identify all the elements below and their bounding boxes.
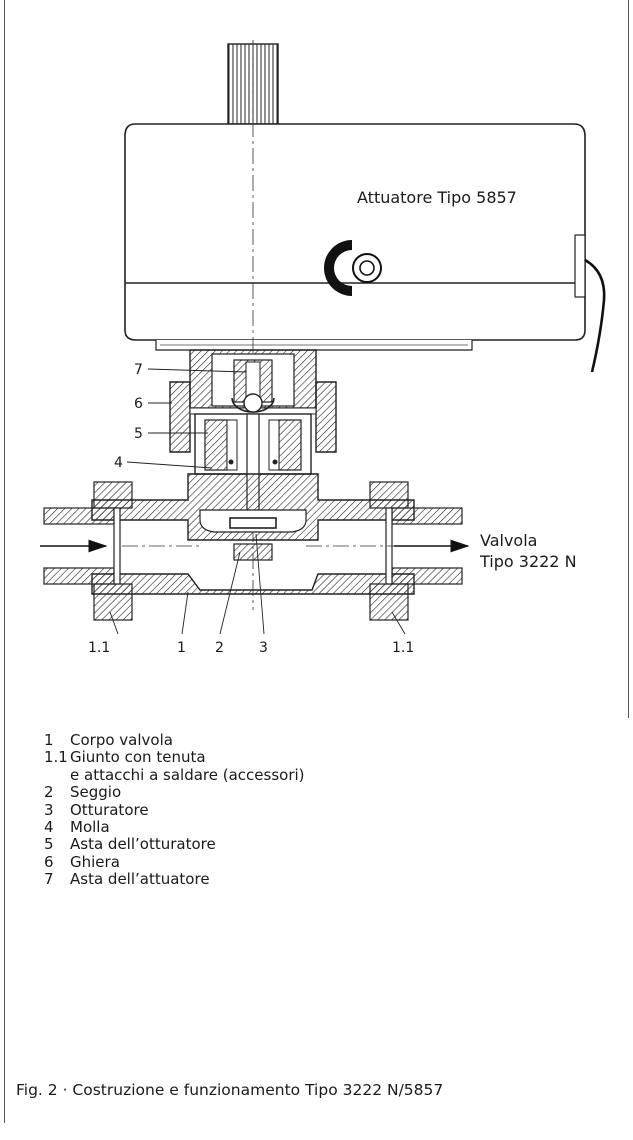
legend-text: Asta dell’attuatore — [70, 870, 210, 889]
leader-lines — [109, 368, 406, 635]
valve-body — [91, 473, 415, 595]
legend-number: 3 — [44, 800, 54, 819]
legend-number: 6 — [44, 852, 54, 871]
actuator-label: Attuatore Tipo 5857 — [357, 188, 517, 207]
callout-3: 3 — [259, 640, 268, 656]
legend-text: e attacchi a saldare (accessori) — [70, 765, 305, 784]
callout-6: 6 — [134, 396, 143, 412]
legend-number: 4 — [44, 818, 54, 837]
legend-text: Otturatore — [70, 800, 149, 819]
callout-1-1-right: 1.1 — [392, 640, 414, 656]
pipe-connections — [43, 481, 463, 621]
legend-text: Seggio — [70, 783, 122, 802]
actuator-housing — [124, 123, 606, 373]
frame-right-border — [628, 0, 629, 718]
legend-text: Asta dell’otturatore — [70, 835, 216, 854]
callout-4: 4 — [114, 455, 123, 471]
valve-label-line1: Valvola — [480, 531, 537, 550]
union-nut — [169, 381, 337, 453]
valve-label-line2: Tipo 3222 N — [479, 552, 577, 571]
legend-item: 3 Otturatore — [44, 800, 604, 819]
legend-item: 5 Asta dell’otturatore — [44, 835, 604, 854]
legend-number — [44, 767, 70, 784]
position-indicator-icon — [324, 240, 382, 296]
callout-1-1-left: 1.1 — [88, 640, 110, 656]
legend-item: 2 Seggio — [44, 783, 604, 802]
legend-number: 7 — [44, 870, 54, 889]
frame-left-border — [4, 0, 5, 1123]
legend-item: 1 Corpo valvola — [44, 731, 604, 749]
callout-5: 5 — [134, 426, 143, 442]
legend-number: 2 — [44, 783, 54, 802]
legend-item: 4 Molla — [44, 818, 604, 837]
legend-item: 1.1 Giunto con tenuta — [44, 748, 604, 767]
legend-list: 1 Corpo valvola 1.1 Giunto con tenuta e … — [44, 731, 604, 889]
callout-2: 2 — [215, 640, 224, 656]
callout-1: 1 — [177, 640, 186, 656]
legend-item: 6 Ghiera — [44, 852, 604, 871]
legend-text: Molla — [70, 818, 110, 837]
figure-caption: Fig. 2 · Costruzione e funzionamento Tip… — [16, 1081, 444, 1099]
legend-number: 5 — [44, 835, 54, 854]
legend-item: 7 Asta dell’attuatore — [44, 870, 604, 889]
legend-item: e attacchi a saldare (accessori) — [44, 765, 604, 784]
legend-number: 1.1 — [44, 748, 68, 767]
callout-7: 7 — [134, 362, 143, 378]
legend-number: 1 — [44, 731, 54, 749]
valve-cross-section-drawing: Attuatore Tipo 5857 Valvola Tipo 3222 N … — [40, 40, 606, 656]
legend-text: Giunto con tenuta — [70, 748, 206, 767]
legend-text: Corpo valvola — [70, 731, 173, 749]
legend-text: Ghiera — [70, 852, 120, 871]
